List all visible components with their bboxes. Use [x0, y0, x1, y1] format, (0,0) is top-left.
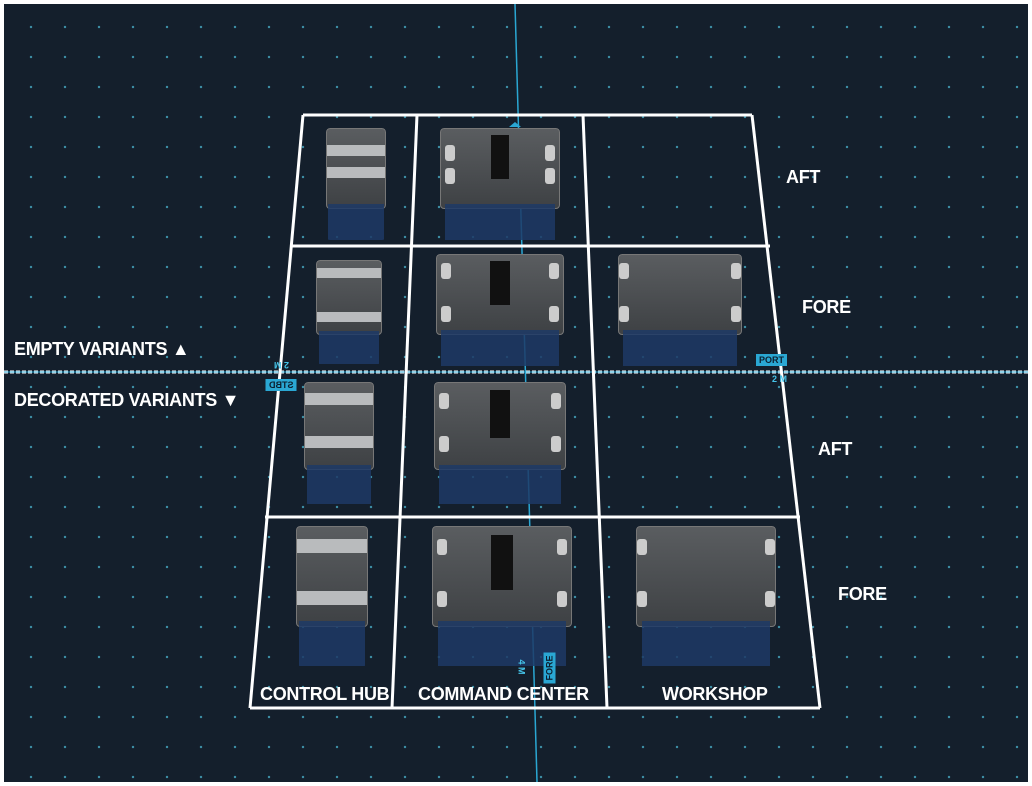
- stbd-distance: 2 M: [274, 360, 290, 370]
- control-hub-empty-aft[interactable]: [326, 128, 386, 240]
- column-command-center: COMMAND CENTER: [418, 684, 589, 704]
- row-label-aft-1: AFT: [786, 167, 821, 187]
- control-hub-decorated-fore[interactable]: [296, 526, 368, 666]
- row-label-aft-2: AFT: [818, 439, 853, 459]
- command-center-empty-fore[interactable]: [436, 254, 564, 366]
- control-hub-decorated-aft[interactable]: [304, 382, 374, 504]
- workshop-decorated-fore[interactable]: [636, 526, 776, 666]
- grid-overlay: [4, 4, 1028, 782]
- fore-marker: FORE: [543, 652, 556, 684]
- command-center-empty-aft[interactable]: [440, 128, 560, 240]
- command-center-decorated-fore[interactable]: [432, 526, 572, 666]
- command-center-decorated-aft[interactable]: [434, 382, 566, 504]
- fore-distance: 4 M: [516, 659, 527, 675]
- port-marker: PORT: [756, 354, 788, 366]
- stbd-marker: STBD: [266, 379, 297, 391]
- row-label-fore-1: FORE: [802, 297, 851, 317]
- decorated-variants-text: DECORATED VARIANTS: [14, 390, 217, 410]
- decorated-variants-label: DECORATED VARIANTS ▼: [14, 390, 239, 411]
- column-control-hub: CONTROL HUB: [260, 684, 390, 704]
- empty-variants-text: EMPTY VARIANTS: [14, 339, 168, 359]
- ship-builder-viewport[interactable]: AFT FORE AFT FORE EMPTY VARIANTS ▲ DECOR…: [4, 4, 1028, 782]
- column-workshop: WORKSHOP: [662, 684, 768, 704]
- triangle-down-icon: ▼: [221, 390, 240, 410]
- workshop-empty-fore[interactable]: [618, 254, 742, 366]
- triangle-up-icon: ▲: [171, 339, 190, 359]
- table-grid: [248, 113, 822, 710]
- control-hub-empty-fore[interactable]: [316, 260, 382, 364]
- empty-variants-label: EMPTY VARIANTS ▲: [14, 339, 190, 360]
- fore-arrow-top: [509, 122, 521, 127]
- row-label-fore-2: FORE: [838, 584, 887, 604]
- port-distance: 2 M: [772, 374, 788, 384]
